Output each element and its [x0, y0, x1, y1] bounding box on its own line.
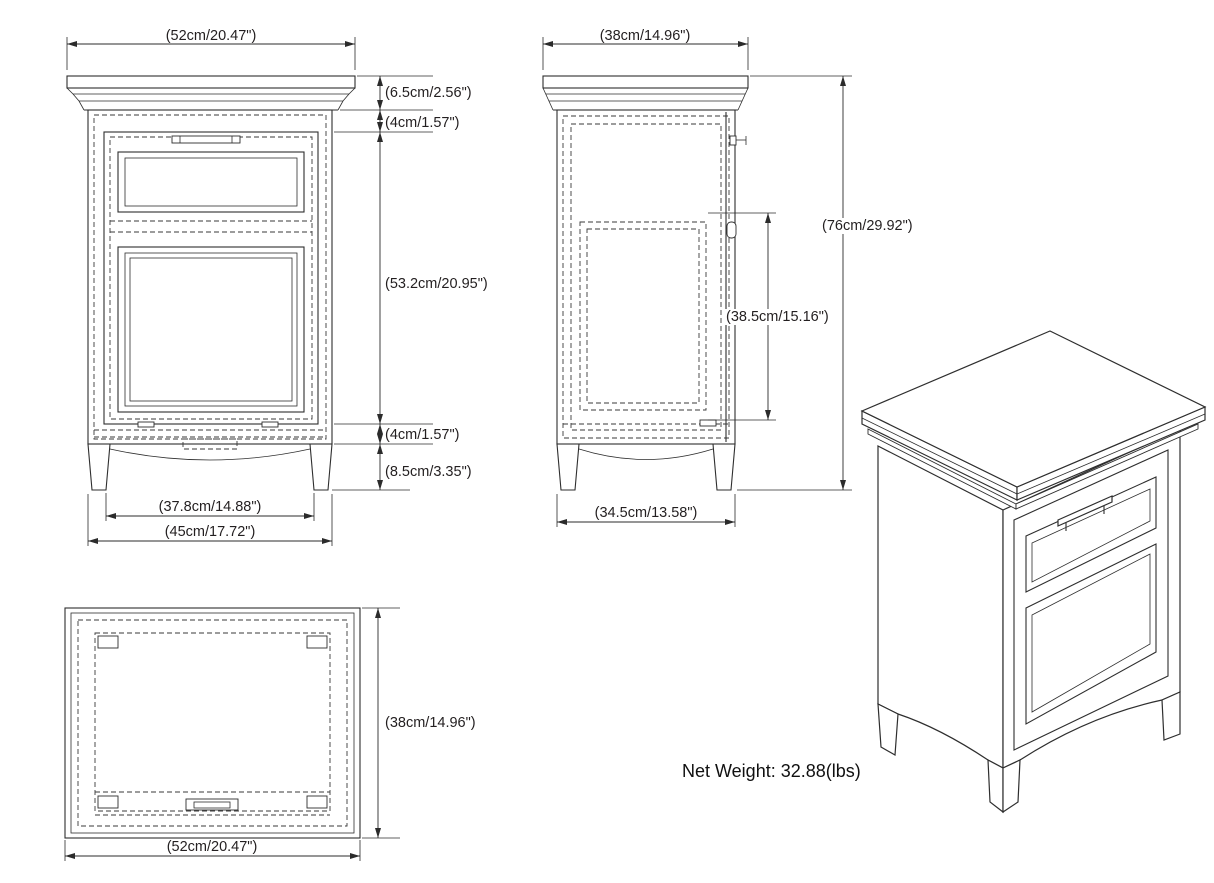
isometric-view [860, 330, 1207, 814]
iso-front-right-leg [1161, 691, 1181, 741]
side-dim-interior-height: (38.5cm/15.16") [726, 309, 829, 325]
iso-handle [1057, 495, 1113, 531]
top-dimensions: (38cm/14.96") (52cm/20.47") [64, 607, 493, 861]
top-leg-mark-back-left [97, 635, 119, 649]
side-back-leg [556, 443, 580, 491]
side-cabinet-drawing [542, 75, 749, 491]
front-dim-crown-height: (6.5cm/2.56") [385, 85, 472, 101]
top-handle-mark [185, 798, 239, 811]
front-dim-bottom-rail: (4cm/1.57") [385, 427, 459, 443]
top-leg-mark-back-right [306, 635, 328, 649]
front-body [87, 109, 333, 445]
top-cabinet-drawing [64, 607, 361, 839]
side-dim-total-height: (76cm/29.92") [822, 218, 913, 234]
front-dim-body-width: (45cm/17.72") [165, 524, 256, 540]
side-view: (38cm/14.96") (76cm/29.92") (38.5cm/15.1… [542, 28, 930, 527]
front-top-slab [66, 75, 356, 89]
side-interior-panel-hidden [579, 221, 707, 411]
side-door-pull [729, 135, 747, 146]
front-lower-panel [117, 246, 305, 413]
iso-top-face [860, 330, 1207, 488]
front-catch-hidden [182, 438, 238, 450]
front-dim-leg-height: (8.5cm/3.35") [385, 464, 472, 480]
front-door-handle [171, 135, 241, 144]
front-view: (52cm/20.47") (6.5cm/2.56") (4cm/1.57") … [66, 28, 488, 546]
front-dimensions: (52cm/20.47") (6.5cm/2.56") (4cm/1.57") … [66, 28, 488, 546]
top-leg-mark-front-right [306, 795, 328, 809]
iso-back-left-leg [877, 702, 899, 756]
top-leg-mark-front-left [97, 795, 119, 809]
iso-lower-panel [1025, 543, 1157, 725]
net-weight-label: Net Weight: 32.88(lbs) [682, 761, 861, 781]
front-left-leg [87, 443, 111, 491]
iso-door [1013, 449, 1169, 751]
top-dim-depth: (38cm/14.96") [385, 715, 476, 731]
top-outline [64, 607, 361, 839]
top-view: (38cm/14.96") (52cm/20.47") [64, 607, 493, 861]
side-dim-body-depth: (34.5cm/13.58") [595, 505, 698, 521]
front-door [103, 131, 319, 425]
front-cabinet-drawing [66, 75, 356, 491]
side-top-slab [542, 75, 749, 89]
side-hinge-knuckle [726, 221, 737, 239]
top-dim-width: (52cm/20.47") [167, 839, 258, 855]
iso-front-left-leg-front [1002, 759, 1021, 814]
front-dim-door-height: (53.2cm/20.95") [385, 276, 488, 292]
iso-front-left-leg-side [987, 758, 1004, 814]
front-dim-opening-width: (37.8cm/14.88") [159, 499, 262, 515]
front-hinge-mark-right [261, 421, 279, 428]
side-dim-top-depth: (38cm/14.96") [600, 28, 691, 44]
side-latch-mark [699, 419, 717, 427]
side-front-leg [712, 443, 736, 491]
side-apron-arch [578, 448, 714, 460]
front-right-leg [309, 443, 333, 491]
side-dimensions: (38cm/14.96") (76cm/29.92") (38.5cm/15.1… [542, 28, 930, 527]
front-upper-panel [117, 151, 305, 213]
iso-crown-lip-right [1015, 423, 1199, 510]
front-dim-top-rail: (4cm/1.57") [385, 115, 459, 131]
side-body [556, 109, 736, 445]
front-dim-top-width: (52cm/20.47") [166, 28, 257, 44]
front-apron-arch [109, 448, 311, 461]
iso-upper-panel [1025, 476, 1157, 593]
front-hinge-mark-left [137, 421, 155, 428]
